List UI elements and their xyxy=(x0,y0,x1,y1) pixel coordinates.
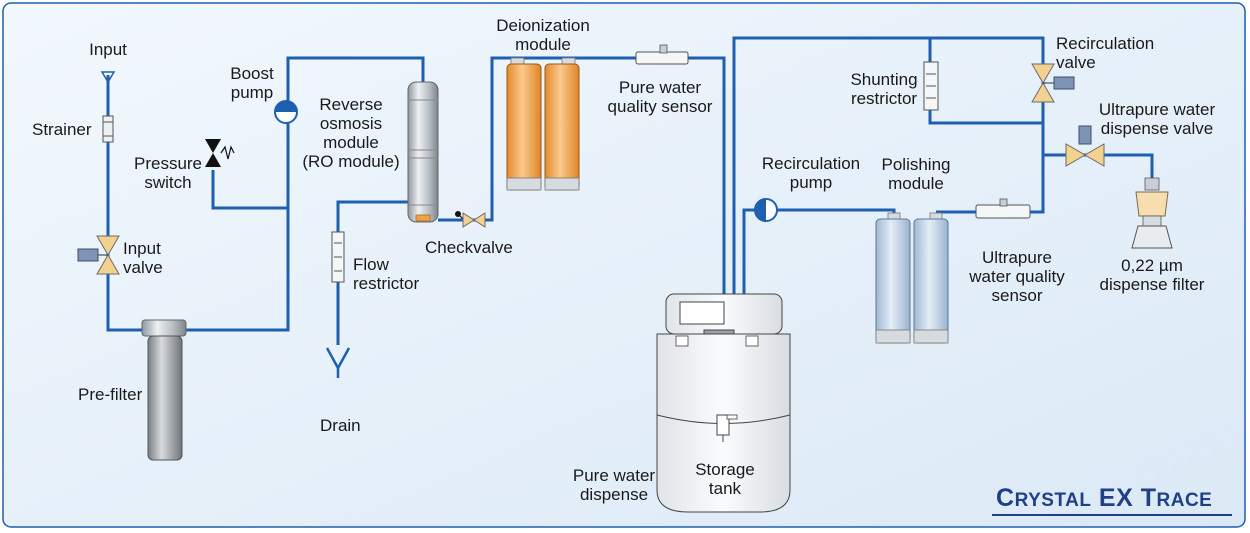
recirculation-pump-icon xyxy=(754,198,778,222)
pressure-switch-label: Pressure switch xyxy=(133,154,203,192)
drain-icon xyxy=(325,347,351,378)
flow-restrictor-icon xyxy=(331,231,345,283)
flow-restrictor-label: Flow restrictor xyxy=(353,255,420,293)
storage-tank-label: Storage tank xyxy=(695,460,755,498)
boost-pump-icon xyxy=(274,100,298,124)
checkvalve-icon xyxy=(455,211,486,228)
ultrapure-quality-sensor-label: Ultrapure water quality sensor xyxy=(969,248,1065,305)
ro-module xyxy=(407,81,439,223)
polishing-module-label: Polishing module xyxy=(881,155,951,193)
recirculation-valve-icon xyxy=(1031,63,1075,103)
deionization-module-label: Deionization module xyxy=(496,16,590,54)
polishing-module xyxy=(875,212,949,344)
input-funnel-icon xyxy=(100,71,116,84)
input-valve-icon xyxy=(77,235,120,275)
dispense-filter-icon xyxy=(1131,177,1173,249)
recirculation-pump-label: Recirculation pump xyxy=(761,154,861,192)
strainer-icon xyxy=(102,115,114,143)
input-valve-label: Input valve xyxy=(123,239,163,277)
shunting-restrictor-icon xyxy=(923,61,939,111)
ro-module-label: Reverse osmosis module (RO module) xyxy=(302,95,400,171)
ultrapure-dispense-valve-icon xyxy=(1065,125,1105,167)
storage-tank xyxy=(656,293,791,513)
checkvalve-label: Checkvalve xyxy=(425,238,513,257)
input-label: Input xyxy=(89,40,127,59)
pressure-switch-icon xyxy=(205,139,235,167)
pre-filter-label: Pre-filter xyxy=(78,385,143,404)
ultrapure-dispense-valve-label: Ultrapure water dispense valve xyxy=(1098,100,1216,138)
product-title: CRYSTAL EX TRACE xyxy=(996,484,1213,512)
pre-filter-housing xyxy=(141,319,187,461)
recirculation-valve-label: Recirculation valve xyxy=(1056,34,1155,72)
boost-pump-label: Boost pump xyxy=(230,64,274,102)
ultrapure-water-quality-sensor-icon xyxy=(975,198,1031,219)
pure-water-dispense-label: Pure water dispense xyxy=(572,466,656,504)
strainer-label: Strainer xyxy=(32,120,92,139)
pure-water-quality-sensor-icon xyxy=(635,44,689,65)
drain-label: Drain xyxy=(320,416,361,435)
pure-water-quality-sensor-label: Pure water quality sensor xyxy=(607,78,713,116)
deionization-module xyxy=(506,57,580,191)
title-underline xyxy=(992,514,1232,516)
dispense-filter-label: 0,22 µm dispense filter xyxy=(1099,256,1205,294)
shunting-restrictor-label: Shunting restrictor xyxy=(850,70,918,108)
